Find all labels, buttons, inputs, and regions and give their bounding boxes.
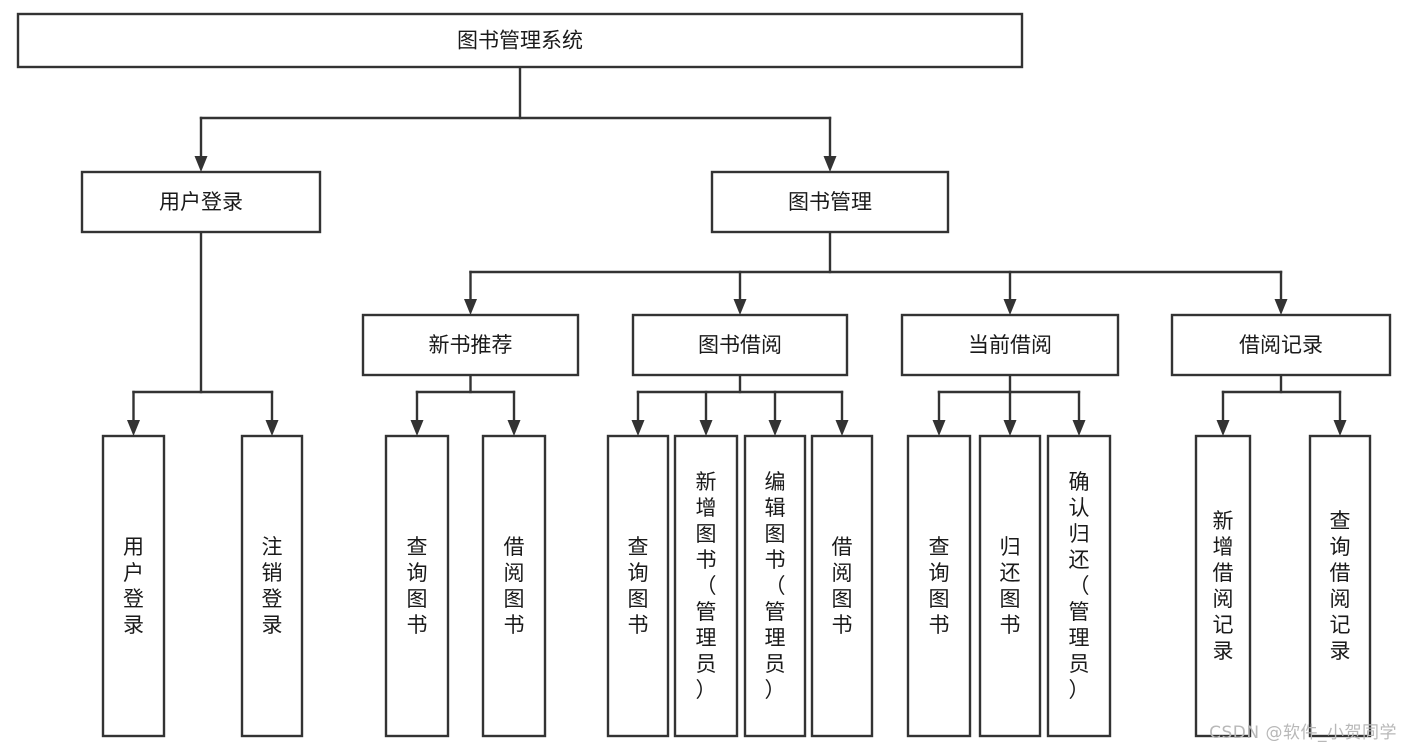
node-leaf-add-book[interactable]: 新增图书（管理员） <box>673 434 739 738</box>
node-l2-book-borrow[interactable]: 图书借阅 <box>631 313 849 377</box>
node-label: 借阅图书 <box>504 535 525 637</box>
node-label: 新书推荐 <box>429 333 513 357</box>
node-leaf-add-record[interactable]: 新增借阅记录 <box>1194 434 1252 738</box>
node-box <box>710 170 950 234</box>
node-leaf-query-book-3[interactable]: 查询图书 <box>906 434 972 738</box>
arrow-head-icon <box>265 420 279 436</box>
arrow-head-icon <box>194 156 208 172</box>
node-box <box>101 434 166 738</box>
node-label: 注销登录 <box>262 535 283 637</box>
edge-group-l1-book-manage <box>464 230 1288 315</box>
node-label: 新增图书（管理员） <box>696 470 717 702</box>
node-label: 查询图书 <box>407 535 428 637</box>
node-label: 查询图书 <box>929 535 950 637</box>
node-label: 图书管理系统 <box>457 29 583 53</box>
node-l2-borrow-record[interactable]: 借阅记录 <box>1170 313 1392 377</box>
node-leaf-query-book-2[interactable]: 查询图书 <box>606 434 670 738</box>
node-label: 图书借阅 <box>698 333 782 357</box>
node-l1-book-manage[interactable]: 图书管理 <box>710 170 950 234</box>
node-leaf-return-book[interactable]: 归还图书 <box>978 434 1042 738</box>
arrow-head-icon <box>1216 420 1230 436</box>
node-box <box>1046 434 1112 738</box>
node-l1-user-login[interactable]: 用户登录 <box>80 170 322 234</box>
node-box <box>810 434 874 738</box>
node-box <box>631 313 849 377</box>
node-label: 借阅图书 <box>832 535 853 637</box>
node-root[interactable]: 图书管理系统 <box>16 12 1024 69</box>
arrow-head-icon <box>733 299 747 315</box>
node-label: 图书管理 <box>788 190 872 214</box>
arrow-head-icon <box>464 299 477 315</box>
node-box <box>240 434 304 738</box>
node-leaf-query-book-1[interactable]: 查询图书 <box>384 434 450 738</box>
edge-layer <box>127 65 1347 436</box>
edge-group-l2-new-book-rec <box>410 373 521 436</box>
node-box <box>978 434 1042 738</box>
node-layer: 图书管理系统用户登录图书管理新书推荐图书借阅当前借阅借阅记录用户登录注销登录查询… <box>16 12 1392 738</box>
node-box <box>1170 313 1392 377</box>
node-l2-current-borrow[interactable]: 当前借阅 <box>900 313 1120 377</box>
arrow-head-icon <box>768 420 782 436</box>
node-box <box>16 12 1024 69</box>
node-box <box>384 434 450 738</box>
arrow-head-icon <box>1003 299 1017 315</box>
node-label: 新增借阅记录 <box>1213 509 1234 663</box>
node-box <box>1194 434 1252 738</box>
node-label: 归还图书 <box>1000 535 1021 637</box>
arrow-head-icon <box>1072 420 1086 436</box>
node-box <box>606 434 670 738</box>
node-label: 借阅记录 <box>1239 333 1323 357</box>
node-label: 当前借阅 <box>968 333 1052 357</box>
node-label: 查询借阅记录 <box>1330 509 1351 663</box>
node-leaf-edit-book[interactable]: 编辑图书（管理员） <box>743 434 807 738</box>
node-leaf-user-login[interactable]: 用户登录 <box>101 434 166 738</box>
node-leaf-query-record[interactable]: 查询借阅记录 <box>1308 434 1372 738</box>
arrow-head-icon <box>410 420 424 436</box>
node-box <box>80 170 322 234</box>
arrow-head-icon <box>823 156 837 172</box>
arrow-head-icon <box>507 420 521 436</box>
node-box <box>743 434 807 738</box>
arrow-head-icon <box>1003 420 1017 436</box>
arrow-head-icon <box>699 420 713 436</box>
edge-group-l1-user-login <box>127 230 279 436</box>
edge-group-root <box>194 65 837 172</box>
node-leaf-borrow-book-1[interactable]: 借阅图书 <box>481 434 547 738</box>
node-box <box>361 313 580 377</box>
node-box <box>900 313 1120 377</box>
arrow-head-icon <box>127 420 140 436</box>
arrow-head-icon <box>932 420 946 436</box>
node-box <box>906 434 972 738</box>
arrow-head-icon <box>835 420 849 436</box>
node-box <box>1308 434 1372 738</box>
arrow-head-icon <box>1274 299 1288 315</box>
node-l2-new-book-rec[interactable]: 新书推荐 <box>361 313 580 377</box>
node-label: 确认归还（管理员） <box>1069 470 1090 702</box>
node-box <box>481 434 547 738</box>
edge-group-l2-borrow-record <box>1216 373 1347 436</box>
node-leaf-confirm-return[interactable]: 确认归还（管理员） <box>1046 434 1112 738</box>
arrow-head-icon <box>631 420 645 436</box>
node-label: 查询图书 <box>628 535 649 637</box>
node-box <box>673 434 739 738</box>
node-leaf-borrow-book-2[interactable]: 借阅图书 <box>810 434 874 738</box>
arrow-head-icon <box>1333 420 1347 436</box>
edge-group-l2-current-borrow <box>932 373 1086 436</box>
node-label: 编辑图书（管理员） <box>765 470 786 702</box>
node-label: 用户登录 <box>159 190 243 214</box>
edge-group-l2-book-borrow <box>631 373 849 436</box>
node-label: 用户登录 <box>123 535 144 637</box>
node-leaf-logout[interactable]: 注销登录 <box>240 434 304 738</box>
